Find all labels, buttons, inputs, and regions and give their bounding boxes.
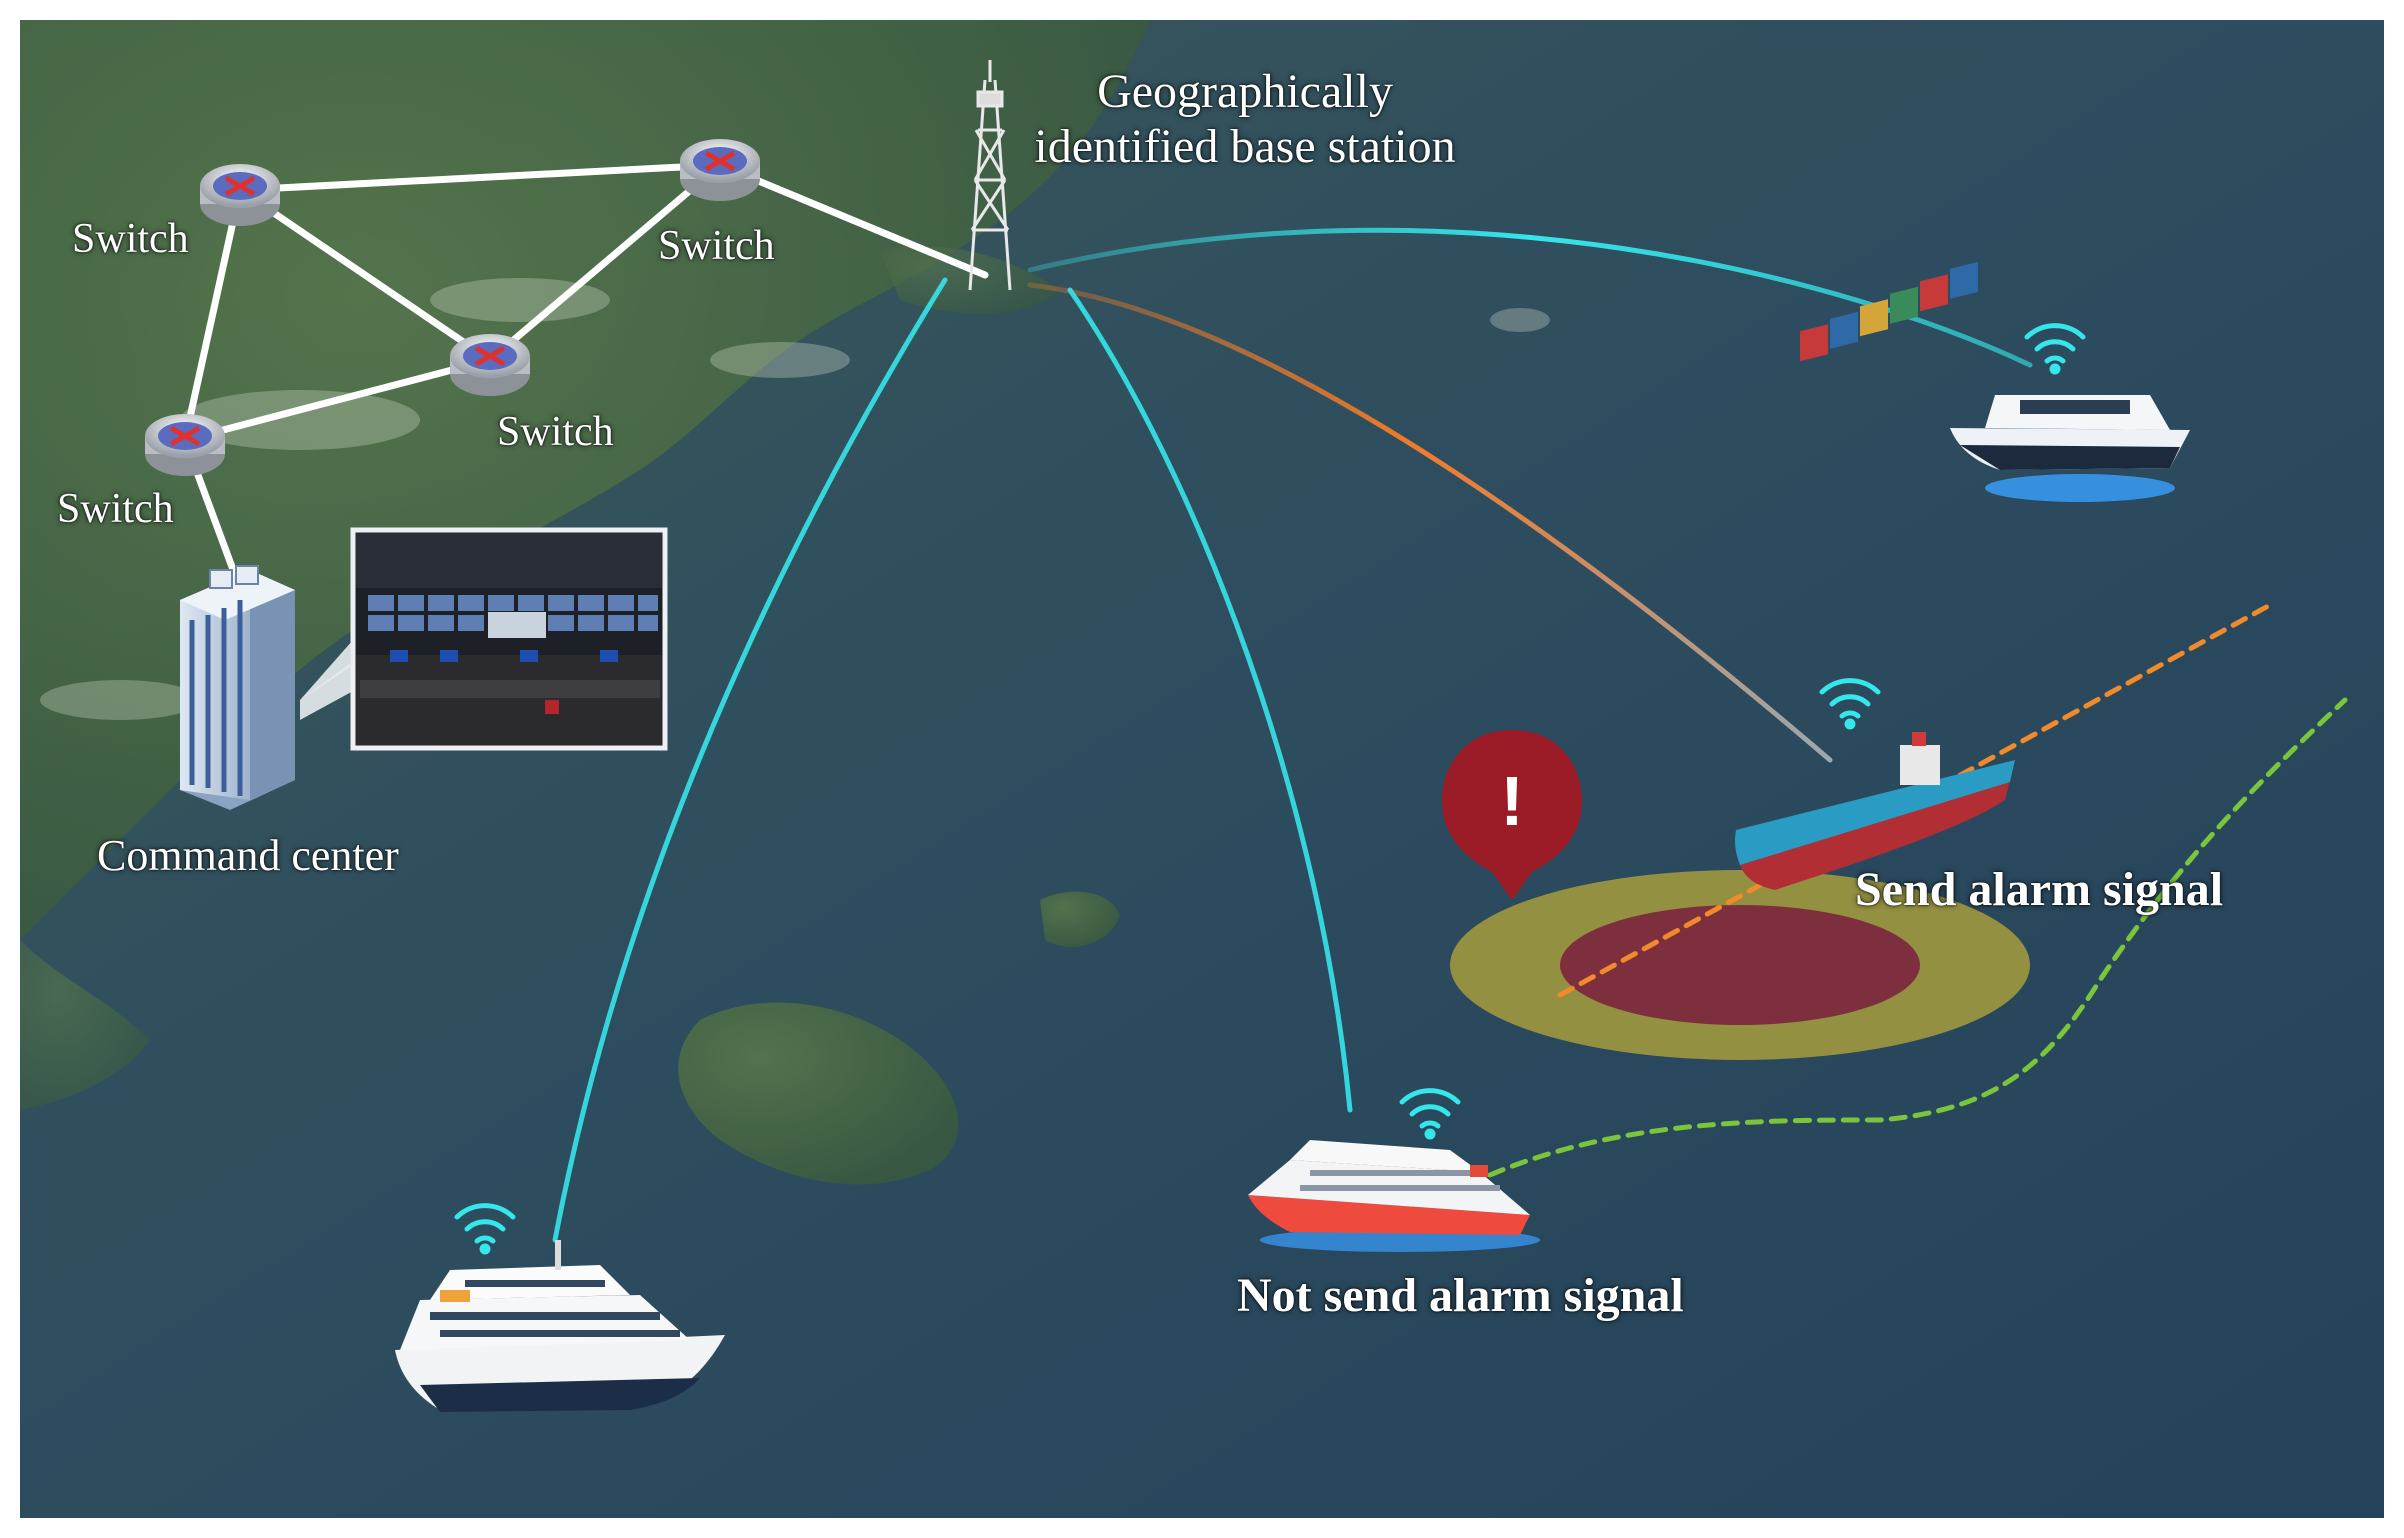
- send-alarm-label: Send alarm signal: [1855, 863, 2224, 916]
- switch-icon-3: [450, 334, 530, 396]
- switch-icon-1: [200, 164, 280, 226]
- wifi-icon: [2024, 323, 2086, 375]
- alarm-zone: [1450, 870, 2030, 1060]
- ship-icon-research: [395, 1240, 725, 1412]
- link-to-ship-northeast: [1027, 227, 2033, 368]
- switch-label-1: Switch: [72, 216, 189, 262]
- base-station-label-line2: identified base station: [1034, 120, 1456, 174]
- base-station-label-line1: Geographically: [1097, 65, 1393, 118]
- switch-label-4: Switch: [57, 486, 174, 532]
- switch-icon-4: [145, 414, 225, 476]
- wifi-icon: [454, 1203, 516, 1255]
- not-send-alarm-label: Not send alarm signal: [1237, 1269, 1684, 1322]
- route-cargo-ship: [1557, 602, 2273, 998]
- switch-icon-2: [680, 139, 760, 201]
- route-cruise-ship: [1487, 697, 2348, 1178]
- ship-icon-patrol: [1950, 395, 2190, 502]
- link-to-ship-south: [1067, 287, 1353, 1113]
- switch-label-3: Switch: [497, 409, 614, 455]
- shoal-highlights: [40, 278, 1550, 720]
- ship-routes: [1487, 602, 2348, 1178]
- wifi-icon: [1399, 1088, 1461, 1140]
- tower-icon: [968, 60, 1012, 291]
- link-to-ship-southwest: [552, 277, 948, 1243]
- wireless-links: [552, 227, 2033, 1243]
- command-center-label: Command center: [97, 831, 399, 880]
- alert-pin-icon: !: [1442, 730, 1582, 900]
- ship-icon-cargo: [1735, 261, 2015, 890]
- wifi-icon: [1819, 678, 1881, 730]
- switch-label-2: Switch: [658, 223, 775, 269]
- base-station-label: Geographically identified base station: [1010, 64, 1480, 174]
- link-to-cargo-ship: [1027, 282, 1833, 763]
- control-room-photo: [300, 527, 668, 751]
- alert-mark: !: [1500, 762, 1523, 840]
- ship-icon-cruise: [1248, 1140, 1540, 1252]
- building-icon: [180, 565, 355, 810]
- land-areas: [20, 20, 1150, 1185]
